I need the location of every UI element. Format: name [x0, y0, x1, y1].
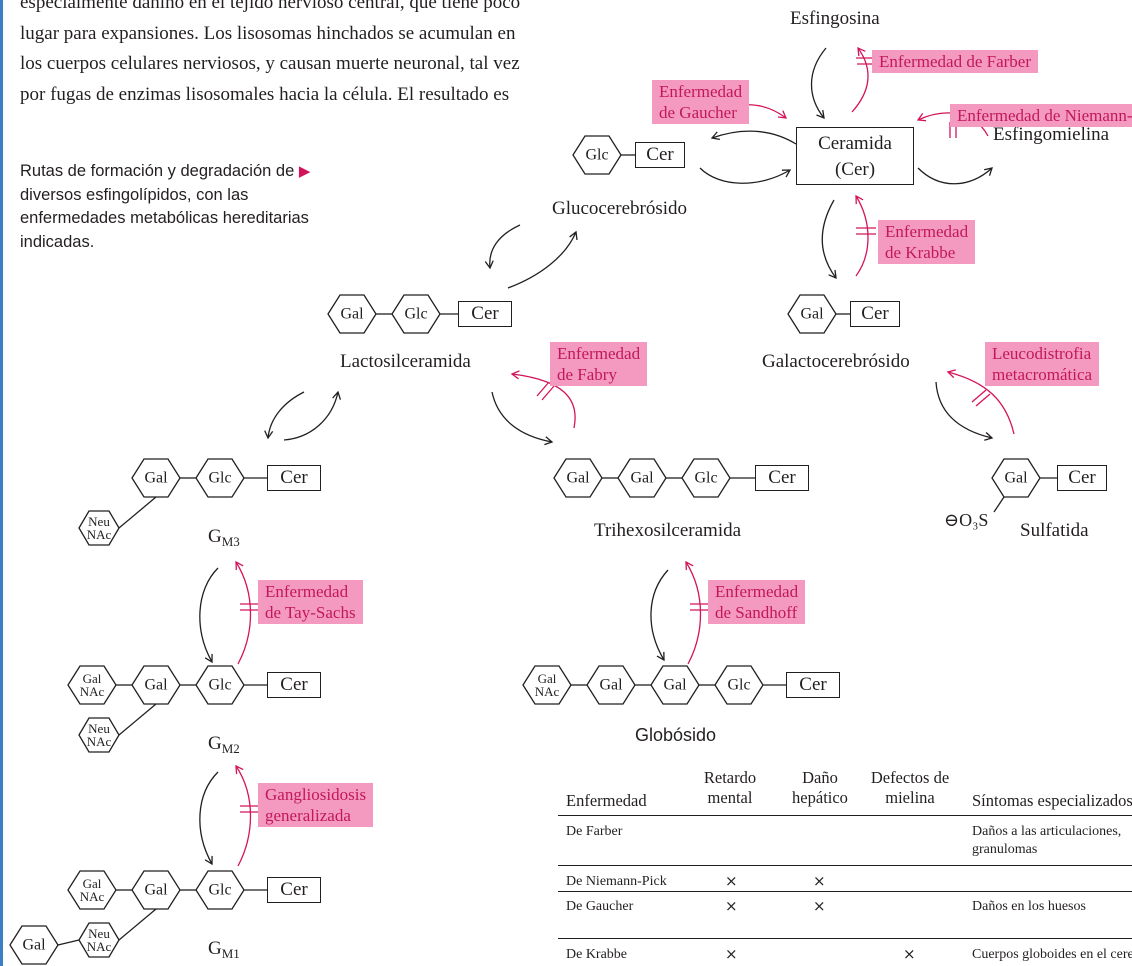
esfingosina-label: Esfingosina	[790, 8, 880, 29]
intro-line: lugar para expansiones. Los lisosomas hi…	[20, 22, 516, 44]
lactosilceramida-label: Lactosilceramida	[340, 351, 471, 372]
intro-line: especialmente dañino en el tejido nervio…	[20, 0, 521, 13]
mark-retardo: ×	[725, 945, 738, 963]
caption-line: Rutas de formación y degradación de	[20, 162, 295, 180]
intro-line: por fugas de enzimas lisosomales hacia l…	[20, 83, 510, 105]
cer-box: Cer	[458, 301, 512, 327]
mark-mielina: ×	[903, 945, 916, 963]
gal-label: Gal	[599, 676, 623, 694]
ceramida-abbrev: (Cer)	[834, 159, 876, 180]
bond-lines	[57, 154, 1057, 946]
caption-line: indicadas.	[20, 232, 95, 251]
cer-box: Cer	[850, 301, 900, 327]
col-header-sintomas: Síntomas especializados	[972, 791, 1132, 810]
table-row-rule	[558, 891, 1132, 892]
gal-label: Gal	[144, 676, 168, 694]
glc-label: Glc	[208, 469, 232, 487]
cer-box: Cer	[635, 142, 685, 168]
gm1-label: GM1	[208, 938, 240, 961]
row-farber-symptoms: Daños a las articulaciones,	[972, 824, 1122, 839]
mark-dano: ×	[813, 872, 826, 890]
gal-label: Gal	[144, 881, 168, 899]
cer-box: Cer	[1057, 465, 1107, 491]
gm3-label: GM3	[208, 526, 240, 549]
farber-disease-label: Enfermedad de Farber	[872, 50, 1038, 73]
reaction-arrows	[199, 47, 994, 866]
glc-label: Glc	[727, 676, 751, 694]
gal-label: Gal	[1004, 469, 1028, 487]
left-accent-bar	[0, 0, 3, 966]
cer-box: Cer	[786, 672, 840, 698]
row-niemann-name: De Niemann-Pick	[566, 874, 667, 889]
table-header-rule	[558, 815, 1132, 816]
figure-caption: Rutas de formación y degradación de ▶ di…	[20, 160, 310, 254]
gal-label: Gal	[663, 676, 687, 694]
gal-label: Gal	[22, 936, 46, 954]
col-header-enfermedad: Enfermedad	[566, 791, 647, 810]
gal-label: Gal	[800, 305, 824, 323]
row-farber-symptoms-2: granulomas	[972, 842, 1038, 857]
gal-label: Gal	[340, 305, 364, 323]
table-row-rule	[558, 865, 1132, 866]
glc-label: Glc	[208, 881, 232, 899]
sulfatida-label: Sulfatida	[1020, 520, 1089, 541]
glc-label: Glc	[208, 676, 232, 694]
ceramida-box: Ceramida (Cer)	[796, 127, 914, 185]
trihexosilceramida-label: Trihexosilceramida	[594, 520, 742, 541]
gal-label: Gal	[566, 469, 590, 487]
gal-label: Gal	[144, 469, 168, 487]
caption-line: enfermedades metabólicas hereditarias	[20, 209, 309, 227]
intro-line: los cuerpos celulares nerviosos, y causa…	[20, 53, 520, 74]
glc-label: Glc	[404, 305, 428, 323]
row-farber-name: De Farber	[566, 824, 623, 839]
intro-paragraph: especialmente dañino en el tejido nervio…	[20, 0, 645, 110]
mark-retardo: ×	[725, 872, 738, 890]
gal-label: Gal	[630, 469, 654, 487]
ceramida-label: Ceramida	[818, 133, 892, 154]
niemann-pick-disease-label: Enfermedad de Niemann-Pick	[950, 104, 1132, 127]
row-gaucher-symptoms: Daños en los huesos	[972, 899, 1086, 914]
cer-box: Cer	[267, 672, 321, 698]
cer-box: Cer	[267, 877, 321, 903]
caption-triangle-icon: ▶	[298, 163, 311, 180]
glc-label: Glc	[694, 469, 718, 487]
esfingomielina-label: Esfingomielina	[993, 124, 1110, 145]
row-krabbe-symptoms: Cuerpos globoides en el cerebro	[972, 947, 1132, 962]
glucocerebrosido-label: Glucocerebrósido	[552, 198, 688, 219]
cer-box: Cer	[267, 465, 321, 491]
caption-line: diversos esfingolípidos, con las	[20, 185, 249, 204]
cer-box: Cer	[755, 465, 809, 491]
sulfate-group: ⊖O₃S	[944, 510, 989, 530]
mark-dano: ×	[813, 897, 826, 915]
gm2-label: GM2	[208, 733, 240, 756]
row-gaucher-name: De Gaucher	[566, 899, 634, 914]
galactocerebrosido-label: Galactocerebrósido	[762, 351, 910, 372]
globosido-label: Globósido	[635, 725, 717, 745]
glc-label: Glc	[585, 146, 609, 164]
mark-retardo: ×	[725, 897, 738, 915]
row-krabbe-name: De Krabbe	[566, 947, 628, 962]
table-row-rule	[558, 938, 1132, 939]
